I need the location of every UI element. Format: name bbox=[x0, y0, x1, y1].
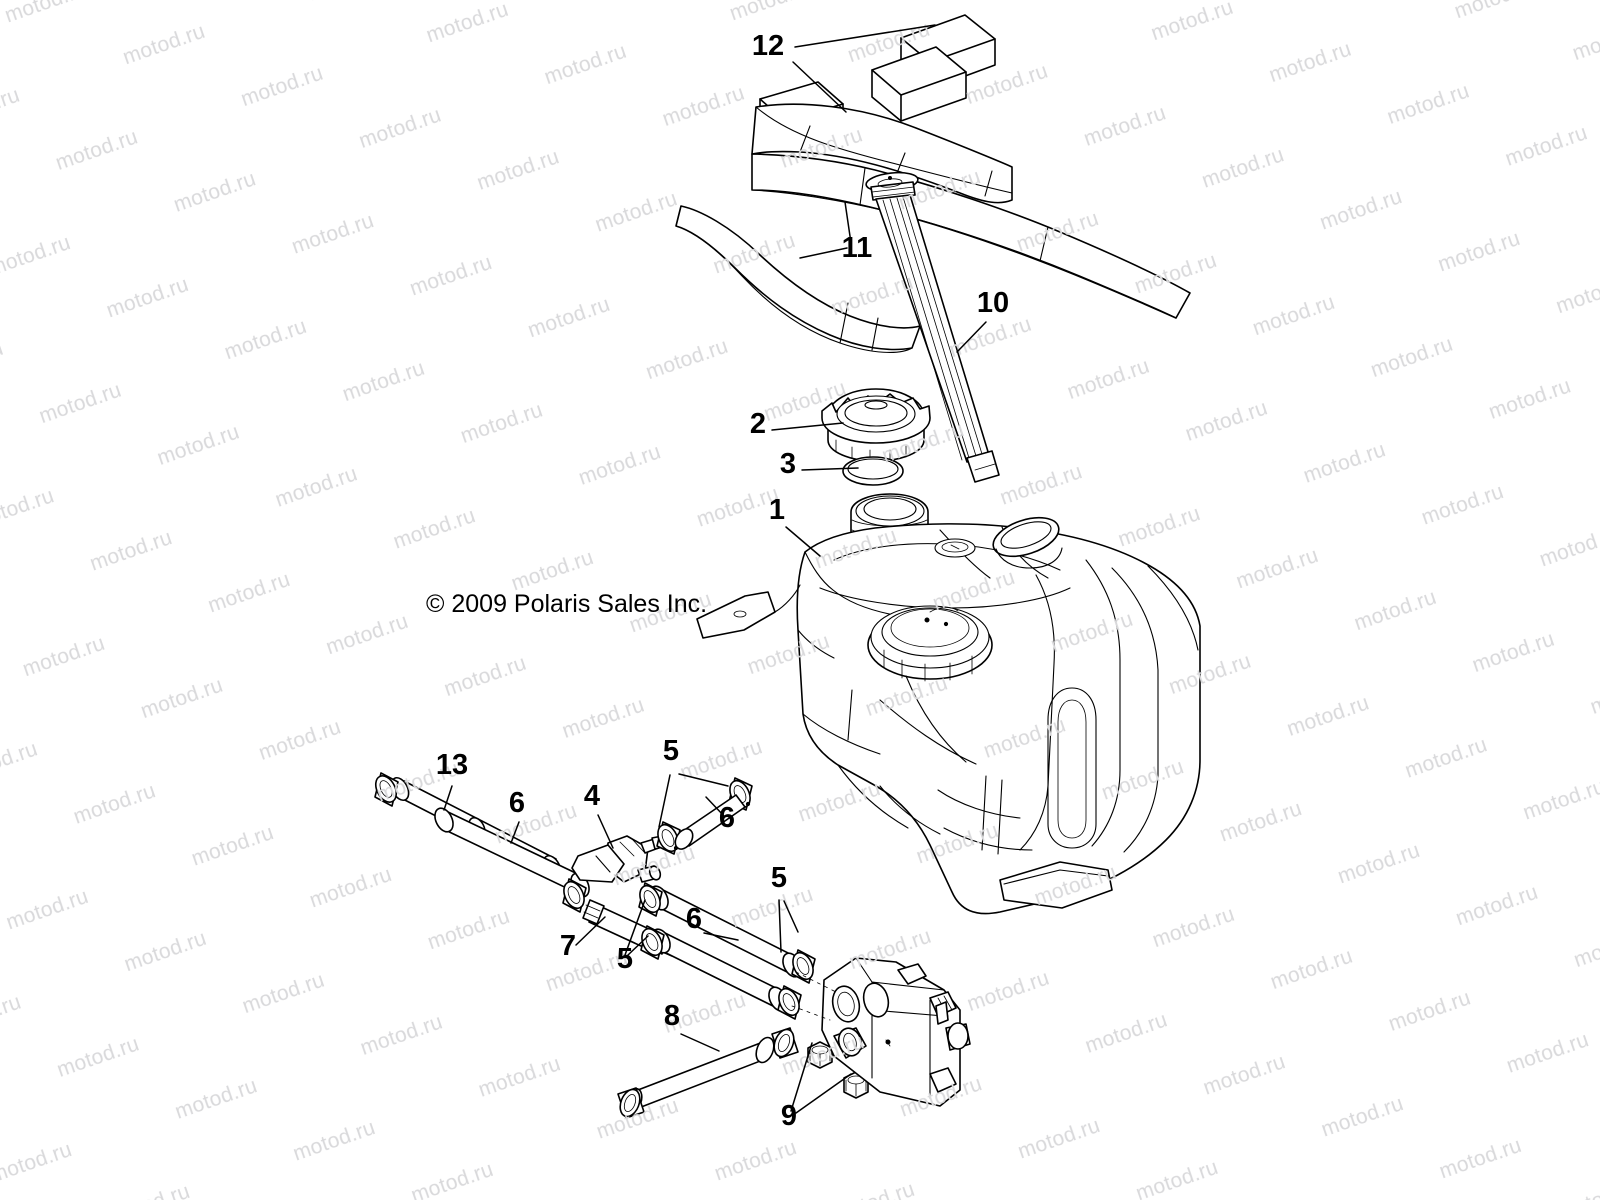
callout-1: 1 bbox=[769, 494, 785, 526]
callout-10: 10 bbox=[977, 287, 1009, 319]
callout-3: 3 bbox=[780, 448, 796, 480]
callout-6a: 6 bbox=[509, 787, 525, 819]
callout-4: 4 bbox=[584, 780, 600, 812]
callout-7: 7 bbox=[560, 930, 576, 962]
callout-9: 9 bbox=[781, 1100, 797, 1132]
callout-2: 2 bbox=[750, 408, 766, 440]
callout-6c: 6 bbox=[686, 903, 702, 935]
callout-leaders bbox=[443, 24, 987, 1114]
callout-13: 13 bbox=[436, 749, 468, 781]
callout-12: 12 bbox=[752, 30, 784, 62]
copyright-notice: © 2009 Polaris Sales Inc. bbox=[426, 590, 707, 618]
callout-6b: 6 bbox=[719, 802, 735, 834]
callout-numbers: 12 11 10 2 3 1 13 6 4 5 6 7 5 6 5 8 9 bbox=[436, 30, 1009, 1132]
callout-5c: 5 bbox=[771, 862, 787, 894]
callout-5b: 5 bbox=[617, 943, 633, 975]
callout-8: 8 bbox=[664, 1000, 680, 1032]
callout-11: 11 bbox=[842, 232, 873, 264]
callout-5a: 5 bbox=[663, 735, 679, 767]
